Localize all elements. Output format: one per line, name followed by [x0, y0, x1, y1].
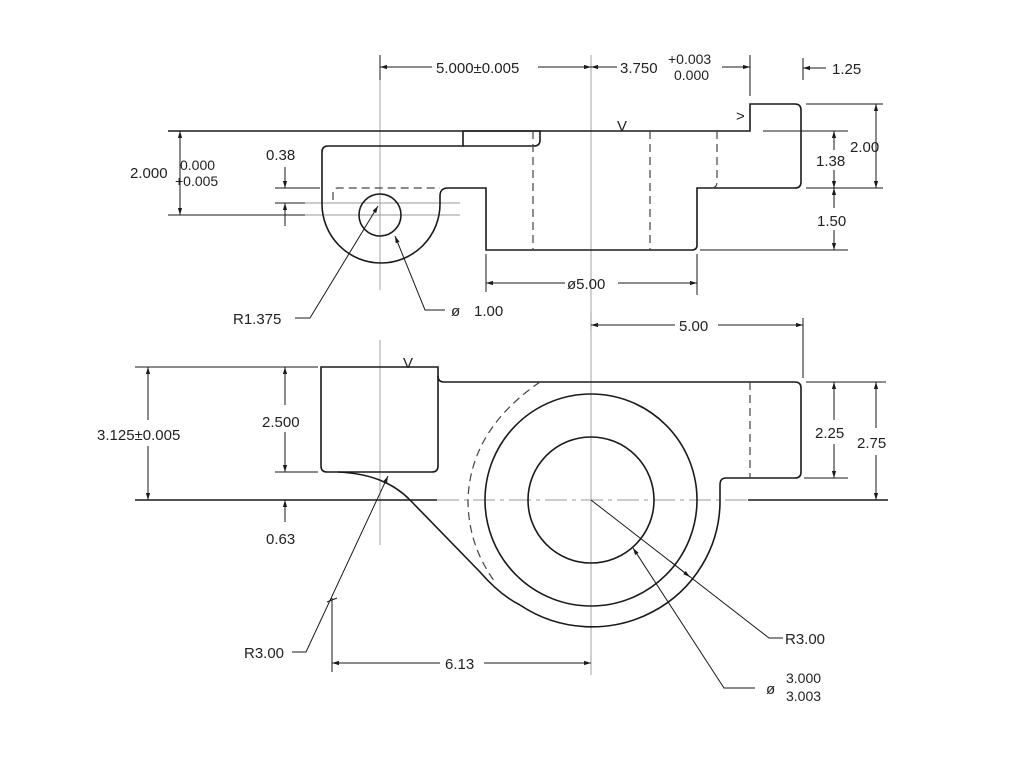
- dim-bore-depth-tol-upper: +0.003: [668, 51, 711, 67]
- dim-left-height-tol-upper: 0.000: [180, 157, 215, 173]
- dim-right-offset: 5.00: [679, 318, 708, 335]
- leader-line: [632, 547, 755, 689]
- surface-finish-mark: >: [736, 108, 745, 125]
- label-bore-symbol: ø: [766, 681, 775, 698]
- dim-bore-depth: 3.750: [620, 60, 658, 77]
- label-outer-radius: R3.00: [785, 631, 825, 648]
- dim-arm-total: 2.75: [857, 435, 886, 452]
- hole-circle: [358, 193, 402, 237]
- dim-bottom-offset: 0.63: [266, 531, 295, 548]
- label-hole-diameter: 1.00: [474, 303, 503, 320]
- label-fillet-radius: R3.00: [244, 645, 284, 662]
- boss-circle: [484, 393, 698, 607]
- top-view-outline: [168, 103, 802, 264]
- outer-radius-arc: [519, 499, 721, 628]
- dim-boss-diameter: ø5.00: [567, 276, 605, 293]
- dim-center-distance: 5.000±0.005: [436, 60, 519, 77]
- dim-block-height: 2.500: [262, 414, 300, 431]
- dim-bore-depth-tol-lower: 0.000: [674, 67, 709, 83]
- label-lobe-radius: R1.375: [233, 311, 281, 328]
- surface-finish-mark: V: [403, 355, 413, 372]
- label-hole-symbol: ø: [451, 303, 460, 320]
- leader-line: [292, 475, 389, 653]
- arm-outline: [437, 375, 802, 500]
- block-outline: [320, 366, 439, 473]
- fillet-curve: [337, 471, 521, 606]
- bore-circle: [527, 436, 655, 564]
- dim-block-height-total: 3.125±0.005: [97, 427, 180, 444]
- hidden-line-lobe: [332, 187, 440, 200]
- dim-left-height: 2.000: [130, 165, 168, 182]
- dim-boss-height: 1.50: [817, 213, 846, 230]
- dim-total-height: 2.00: [850, 139, 879, 156]
- dim-left-height-tol-lower: +0.005: [175, 173, 218, 189]
- dim-fillet-center: 6.13: [445, 656, 474, 673]
- dim-upper-height: 1.38: [816, 153, 845, 170]
- label-bore-lower: 3.003: [786, 688, 821, 704]
- dim-tab-width: 1.25: [832, 61, 861, 78]
- leader-line: [590, 499, 783, 639]
- dim-arm-height: 2.25: [815, 425, 844, 442]
- leader-line: [295, 205, 379, 319]
- leader-arrow: [669, 560, 691, 578]
- top-view: V > 5.000±0.005 3.750 +0.003 0.000 1.25 …: [130, 51, 883, 330]
- front-view: V 5.00 3.125±0.005 2.500 0.63 2.25 2.75 …: [97, 312, 888, 704]
- surface-finish-mark: V: [617, 118, 627, 135]
- top-step: [463, 130, 541, 147]
- dim-offset: 0.38: [266, 147, 295, 164]
- hidden-line-tab: [710, 131, 718, 189]
- hidden-arc: [467, 381, 541, 583]
- label-bore-upper: 3.000: [786, 670, 821, 686]
- fillet-center-mark: [326, 597, 338, 603]
- leader-line: [394, 235, 445, 311]
